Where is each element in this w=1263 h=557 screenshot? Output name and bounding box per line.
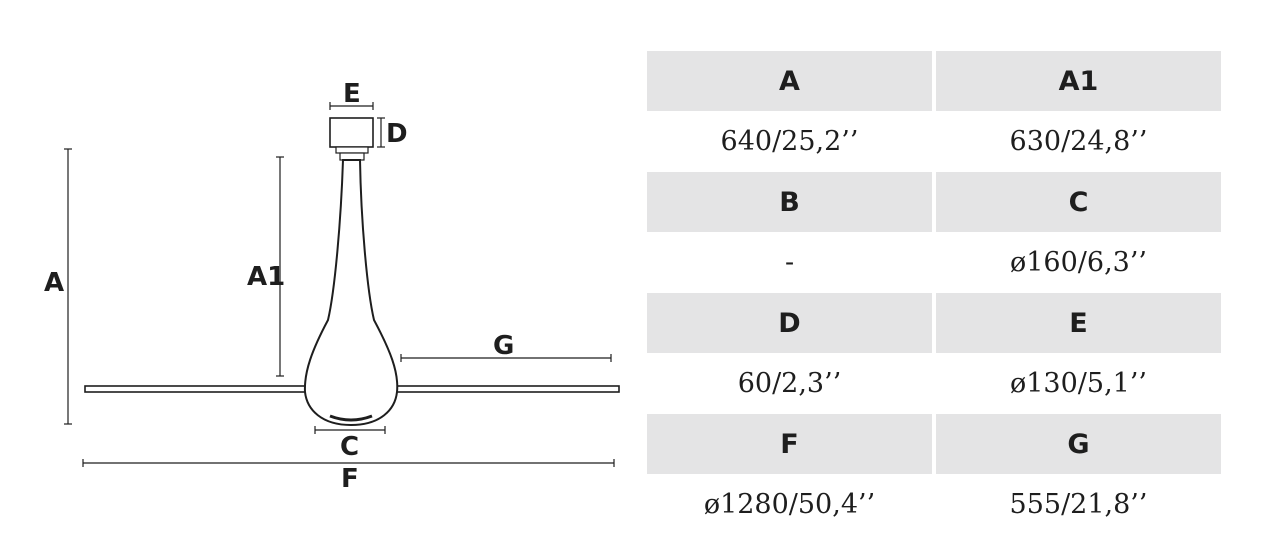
right-blade	[393, 385, 620, 393]
table-row: ø1280/50,4’’ 555/21,8’’	[647, 474, 1221, 535]
dimension-f-line	[82, 459, 615, 467]
table-header-cell: C	[936, 172, 1221, 232]
table-row: 60/2,3’’ ø130/5,1’’	[647, 353, 1221, 414]
dimension-g-line	[400, 354, 612, 362]
table-header-cell: G	[936, 414, 1221, 474]
table-value-cell: -	[647, 232, 932, 293]
fan-dimension-diagram: A A1 E D G C	[44, 79, 620, 494]
table-header-cell: A	[647, 51, 932, 111]
table-value-cell: 555/21,8’’	[936, 474, 1221, 535]
left-blade	[84, 385, 311, 393]
table-row: F G	[647, 414, 1221, 474]
dimension-c-line	[314, 426, 386, 434]
table-value-cell: ø160/6,3’’	[936, 232, 1221, 293]
canopy-connector	[335, 146, 369, 154]
table-header-cell: F	[647, 414, 932, 474]
dimension-d-line	[377, 117, 385, 148]
canopy	[329, 117, 374, 148]
table-value-cell: 640/25,2’’	[647, 111, 932, 172]
teardrop-body	[303, 159, 399, 427]
table-row: D E	[647, 293, 1221, 353]
dimension-e-line	[329, 102, 374, 110]
dimension-spec-table: A A1 640/25,2’’ 630/24,8’’ B C - ø160/6,…	[647, 51, 1221, 535]
table-value-cell: ø1280/50,4’’	[647, 474, 932, 535]
label-a: A	[44, 268, 64, 298]
label-c: C	[340, 432, 359, 462]
table-row: B C	[647, 172, 1221, 232]
table-value-cell: ø130/5,1’’	[936, 353, 1221, 414]
label-e: E	[343, 79, 361, 109]
downrod-collar	[339, 152, 365, 161]
table-value-cell: 630/24,8’’	[936, 111, 1221, 172]
table-header-cell: D	[647, 293, 932, 353]
label-g: G	[493, 331, 514, 361]
table-row: A A1	[647, 51, 1221, 111]
table-row: 640/25,2’’ 630/24,8’’	[647, 111, 1221, 172]
table-row: - ø160/6,3’’	[647, 232, 1221, 293]
body-bottom-cap	[329, 414, 373, 422]
label-f: F	[341, 464, 359, 494]
table-header-cell: B	[647, 172, 932, 232]
table-header-cell: E	[936, 293, 1221, 353]
table-value-cell: 60/2,3’’	[647, 353, 932, 414]
label-a1: A1	[247, 262, 285, 292]
dimension-a1-line	[276, 156, 284, 377]
dimension-a-line	[64, 148, 72, 425]
table-header-cell: A1	[936, 51, 1221, 111]
label-d: D	[386, 119, 408, 149]
